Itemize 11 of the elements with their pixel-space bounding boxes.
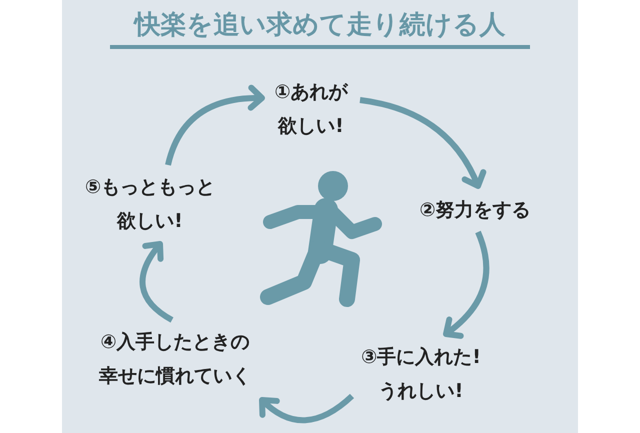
step-text: ①あれが欲しい! — [270, 75, 352, 143]
cycle-arrow — [259, 394, 354, 424]
step-text: ②努力をする — [405, 193, 545, 227]
cycle-arrow — [443, 230, 490, 338]
cycle-arrow — [165, 85, 265, 166]
step-text: ⑤もっともっと欲しい! — [80, 170, 220, 238]
cycle-arrow — [140, 241, 174, 323]
cycle-arrow — [360, 97, 486, 189]
step-text: ③手に入れた!うれしい! — [355, 340, 487, 408]
step-text: ④入手したときの幸せに慣れていく — [95, 325, 255, 393]
title: 快楽を追い求めて走り続ける人 — [110, 8, 530, 49]
